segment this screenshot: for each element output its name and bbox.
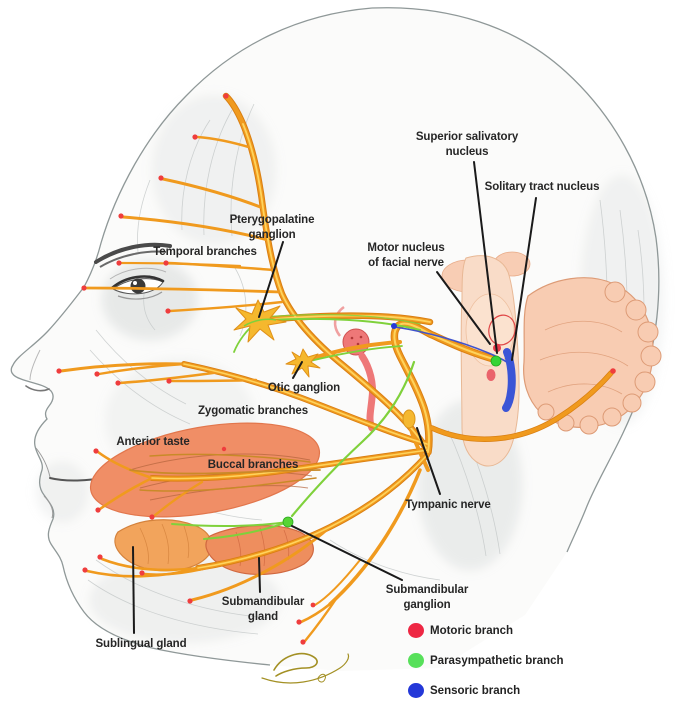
label-solitary-tract-nucleus: Solitary tract nucleus (484, 181, 600, 193)
submandibular-ganglion-dot (282, 516, 294, 528)
solitary-tract-shape (502, 348, 516, 412)
legend-item-sensoric: Sensoric branch (408, 683, 520, 698)
glands (89, 422, 321, 575)
legend-item-motoric: Motoric branch (408, 623, 513, 638)
label-zygomatic-branches: Zygomatic branches (197, 405, 309, 417)
tympanic-nerve-bulb (402, 409, 416, 429)
label-submandibular-gland: Submandibular gland (221, 596, 305, 624)
pterygopalatine-ganglion-shape (233, 299, 287, 343)
nerve-endings (56, 93, 616, 645)
legend-label: Motoric branch (430, 624, 514, 637)
label-otic-ganglion: Otic ganglion (267, 382, 341, 394)
geniculate-ganglion-dot (391, 323, 397, 329)
sensoric-branch-dot (408, 683, 424, 698)
label-temporal-branches: Temporal branches (153, 246, 257, 258)
ganglia (233, 299, 321, 378)
label-motor-nucleus-of-facial-nerve: Motor nucleus of facial nerve (367, 242, 445, 270)
label-buccal-branches: Buccal branches (207, 459, 299, 471)
sensory-fiber (391, 323, 509, 364)
label-anterior-taste: Anterior taste (116, 436, 190, 448)
sublingual-gland-shape (114, 519, 213, 572)
label-superior-salivatory-nucleus: Superior salivatory nucleus (415, 131, 519, 159)
label-sublingual-gland: Sublingual gland (95, 638, 187, 650)
motoric-branch-dot (408, 623, 424, 638)
nuclei (486, 314, 516, 412)
pointer-lines (132, 161, 537, 634)
parasympathetic-branch-dot (408, 653, 424, 668)
tongue-anterior-taste (89, 422, 321, 518)
artist-signature (261, 652, 350, 684)
label-pterygopalatine-ganglion: Pterygopalatine ganglion (229, 214, 315, 242)
label-submandibular-ganglion: Submandibular ganglion (385, 584, 469, 612)
legend-label: Sensoric branch (430, 684, 521, 697)
legend-label: Parasympathetic branch (430, 654, 564, 667)
cerebellum (523, 277, 662, 435)
legend-item-parasympathetic: Parasympathetic branch (408, 653, 564, 668)
label-tympanic-nerve: Tympanic nerve (405, 499, 491, 511)
nerve-network (59, 92, 614, 643)
otic-ganglion-shape (285, 348, 321, 378)
parasympathetic-fibers (171, 313, 421, 540)
superior-salivatory-dot (490, 355, 502, 367)
